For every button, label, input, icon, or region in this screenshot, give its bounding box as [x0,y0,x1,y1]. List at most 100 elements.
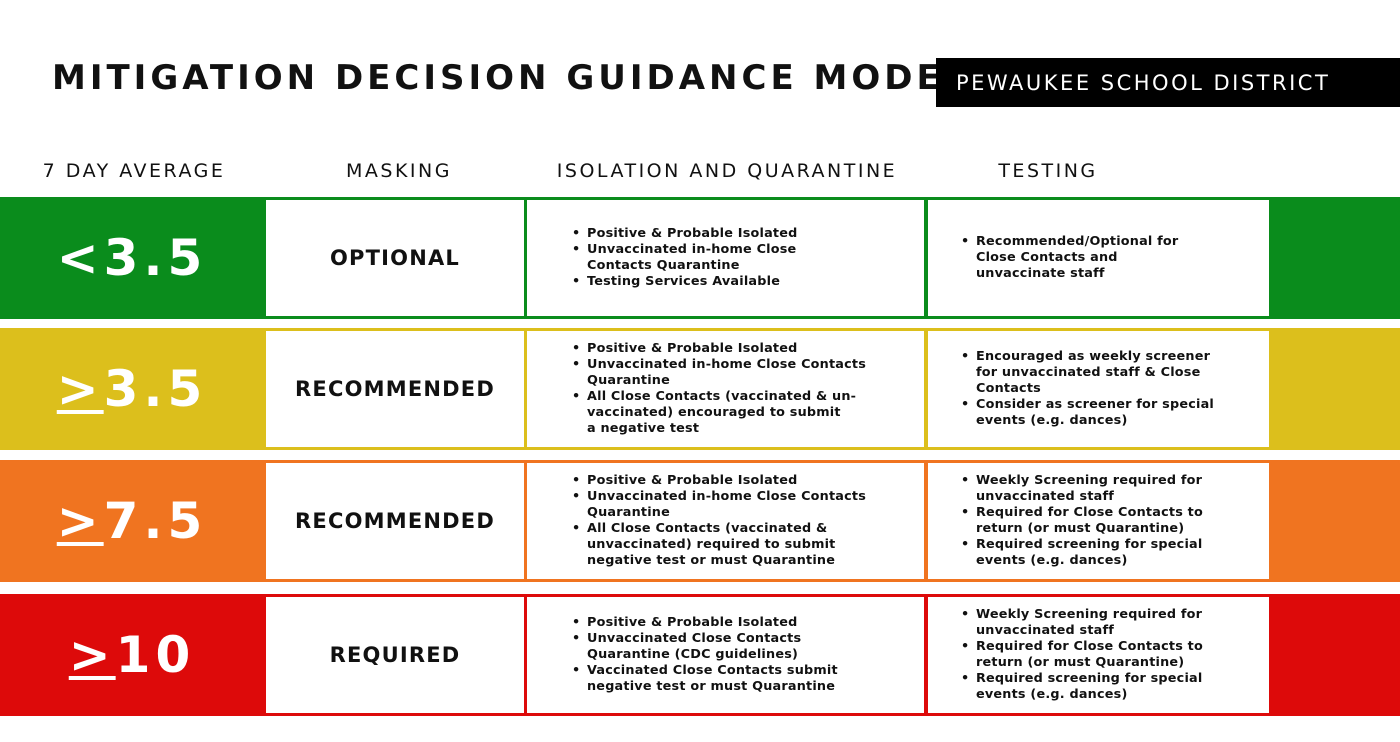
isolation-list: Positive & Probable IsolatedUnvaccinated… [527,341,866,437]
testing-cell: Weekly Screening required forunvaccinate… [928,463,1269,579]
tier-row-orange: >7.5 RECOMMENDED Positive & Probable Iso… [0,460,1400,582]
masking-status: OPTIONAL [329,246,461,270]
masking-cell: RECOMMENDED [266,331,524,447]
isolation-cell: Positive & Probable IsolatedUnvaccinated… [527,597,924,713]
bullet-line: events (e.g. dances) [976,553,1128,568]
tier-level-value: 10 [115,626,196,684]
testing-list: Weekly Screening required forunvaccinate… [928,473,1203,569]
bullet-line: negative test or must Quarantine [587,553,836,568]
masking-cell: REQUIRED [266,597,524,713]
bullet-line: events (e.g. dances) [976,413,1128,428]
masking-status: RECOMMENDED [295,377,495,401]
bullet-line: Weekly Screening required for [976,607,1203,622]
bullet-line: Unvaccinated Close Contacts [587,631,802,646]
bullet-line: Required screening for special [976,671,1203,686]
tier-level: >10 [0,594,264,716]
bullet-line: unvaccinated) required to submit [587,537,836,552]
bullet-line: Required screening for special [976,537,1203,552]
masking-status: REQUIRED [329,643,461,667]
bullet-line: Quarantine (CDC guidelines) [587,647,799,662]
tier-row-red: >10 REQUIRED Positive & Probable Isolate… [0,594,1400,716]
bullet-line: negative test or must Quarantine [587,679,836,694]
tier-level-symbol: > [68,626,116,684]
bullet-line: Contacts [976,381,1041,396]
column-header-average: 7 DAY AVERAGE [42,160,226,182]
bullet-line: Quarantine [587,373,670,388]
bullet-item: Vaccinated Close Contacts submitnegative… [572,663,838,695]
bullet-line: Positive & Probable Isolated [587,615,798,630]
bullet-line: Close Contacts and [976,250,1118,265]
bullet-line: Testing Services Available [587,274,781,289]
bullet-line: return (or must Quarantine) [976,655,1185,670]
tier-level: <3.5 [0,197,264,319]
isolation-list: Positive & Probable IsolatedUnvaccinated… [527,615,838,695]
bullet-line: All Close Contacts (vaccinated & [587,521,828,536]
testing-list: Weekly Screening required forunvaccinate… [928,607,1203,703]
bullet-line: for unvaccinated staff & Close [976,365,1201,380]
column-header-isolation: ISOLATION AND QUARANTINE [556,160,898,182]
bullet-item: Weekly Screening required forunvaccinate… [961,607,1203,639]
bullet-item: Unvaccinated in-home Close ContactsQuara… [572,357,867,389]
masking-cell: OPTIONAL [266,200,524,316]
bullet-line: Vaccinated Close Contacts submit [587,663,838,678]
bullet-line: Consider as screener for special [976,397,1215,412]
bullet-line: Positive & Probable Isolated [587,341,798,356]
bullet-line: Positive & Probable Isolated [587,473,798,488]
bullet-line: unvaccinated staff [976,489,1115,504]
tier-level-symbol: > [56,360,104,418]
bullet-line: Unvaccinated in-home Close [587,242,797,257]
district-name: PEWAUKEE SCHOOL DISTRICT [956,70,1331,95]
bullet-line: Required for Close Contacts to [976,639,1203,654]
column-header-masking: MASKING [346,160,452,182]
bullet-item: Positive & Probable Isolated [572,226,798,242]
bullet-line: vaccinated) encouraged to submit [587,405,841,420]
bullet-line: unvaccinate staff [976,266,1105,281]
bullet-line: a negative test [587,421,700,436]
bullet-line: Unvaccinated in-home Close Contacts [587,489,867,504]
isolation-cell: Positive & Probable IsolatedUnvaccinated… [527,331,924,447]
isolation-cell: Positive & Probable IsolatedUnvaccinated… [527,463,924,579]
bullet-line: Recommended/Optional for [976,234,1179,249]
testing-cell: Weekly Screening required forunvaccinate… [928,597,1269,713]
bullet-item: Positive & Probable Isolated [572,341,866,357]
bullet-item: Weekly Screening required forunvaccinate… [961,473,1203,505]
bullet-item: All Close Contacts (vaccinated &unvaccin… [572,521,866,569]
bullet-line: unvaccinated staff [976,623,1115,638]
bullet-item: All Close Contacts (vaccinated & un-vacc… [572,389,866,437]
tier-row-yellow: >3.5 RECOMMENDED Positive & Probable Iso… [0,328,1400,450]
bullet-line: All Close Contacts (vaccinated & un- [587,389,857,404]
tier-level-value: 7.5 [103,492,208,550]
bullet-item: Positive & Probable Isolated [572,473,866,489]
column-header-testing: TESTING [998,160,1098,182]
bullet-line: Encouraged as weekly screener [976,349,1211,364]
bullet-line: Weekly Screening required for [976,473,1203,488]
tier-level-value: 3.5 [103,360,208,418]
bullet-line: Required for Close Contacts to [976,505,1203,520]
page-title: MITIGATION DECISION GUIDANCE MODEL [52,58,970,98]
masking-status: RECOMMENDED [295,509,495,533]
tier-level-value: 3.5 [103,229,208,287]
masking-cell: RECOMMENDED [266,463,524,579]
bullet-line: return (or must Quarantine) [976,521,1185,536]
bullet-line: events (e.g. dances) [976,687,1128,702]
tier-level-symbol: < [56,229,104,287]
bullet-line: Unvaccinated in-home Close Contacts [587,357,867,372]
isolation-list: Positive & Probable IsolatedUnvaccinated… [527,473,866,569]
isolation-cell: Positive & Probable IsolatedUnvaccinated… [527,200,924,316]
bullet-line: Positive & Probable Isolated [587,226,798,241]
isolation-list: Positive & Probable IsolatedUnvaccinated… [527,226,797,290]
district-banner: PEWAUKEE SCHOOL DISTRICT [936,58,1400,107]
bullet-line: Quarantine [587,505,670,520]
tier-level: >7.5 [0,460,264,582]
bullet-item: Testing Services Available [572,274,797,290]
